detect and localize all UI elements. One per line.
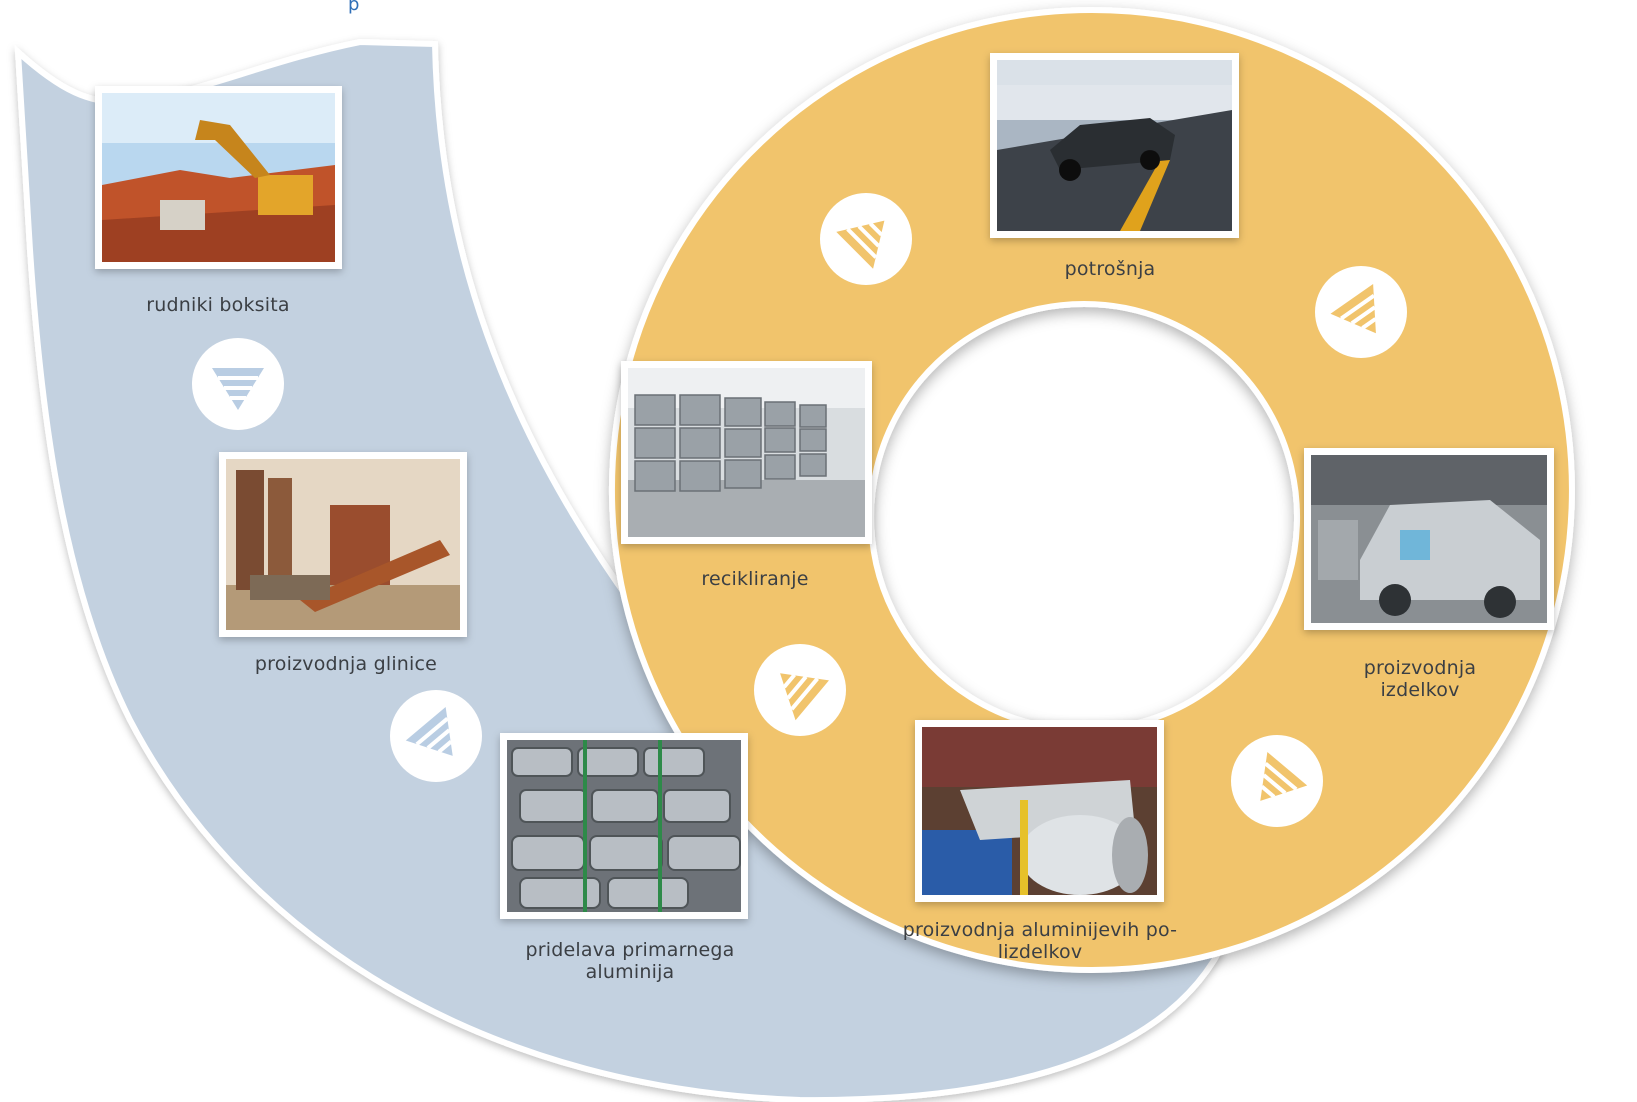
arrow-recycling-to-consumption [820,193,912,285]
arrow-semi-to-recycling [754,644,846,736]
label-recycling: recikliranje [701,568,809,590]
semi-products-photo [915,720,1164,902]
top-fragment-text: p [348,0,360,15]
label-semi-products: proizvodnja aluminijevih po- lizdelkov [902,919,1178,963]
arrow-alumina-to-primary [390,690,482,782]
bauxite-mine-photo [95,86,342,269]
arrow-bauxite-to-alumina [192,338,284,430]
label-bauxite-mines: rudniki boksita [146,294,290,316]
arrow-consumption-to-products [1315,266,1407,358]
alumina-plant-photo [219,452,467,637]
label-alumina-production: proizvodnja glinice [254,653,438,675]
products-photo [1304,448,1554,630]
primary-aluminium-photo [500,733,748,919]
arrow-products-to-semi [1231,735,1323,827]
consumption-photo [990,53,1239,238]
primary-production-band [14,38,1226,1102]
label-primary-aluminium: pridelava primarnega aluminija [525,939,735,983]
recycling-photo [621,361,872,544]
label-consumption: potrošnja [1064,258,1156,280]
label-product-manufacturing: proizvodnja izdelkov [1363,657,1477,701]
